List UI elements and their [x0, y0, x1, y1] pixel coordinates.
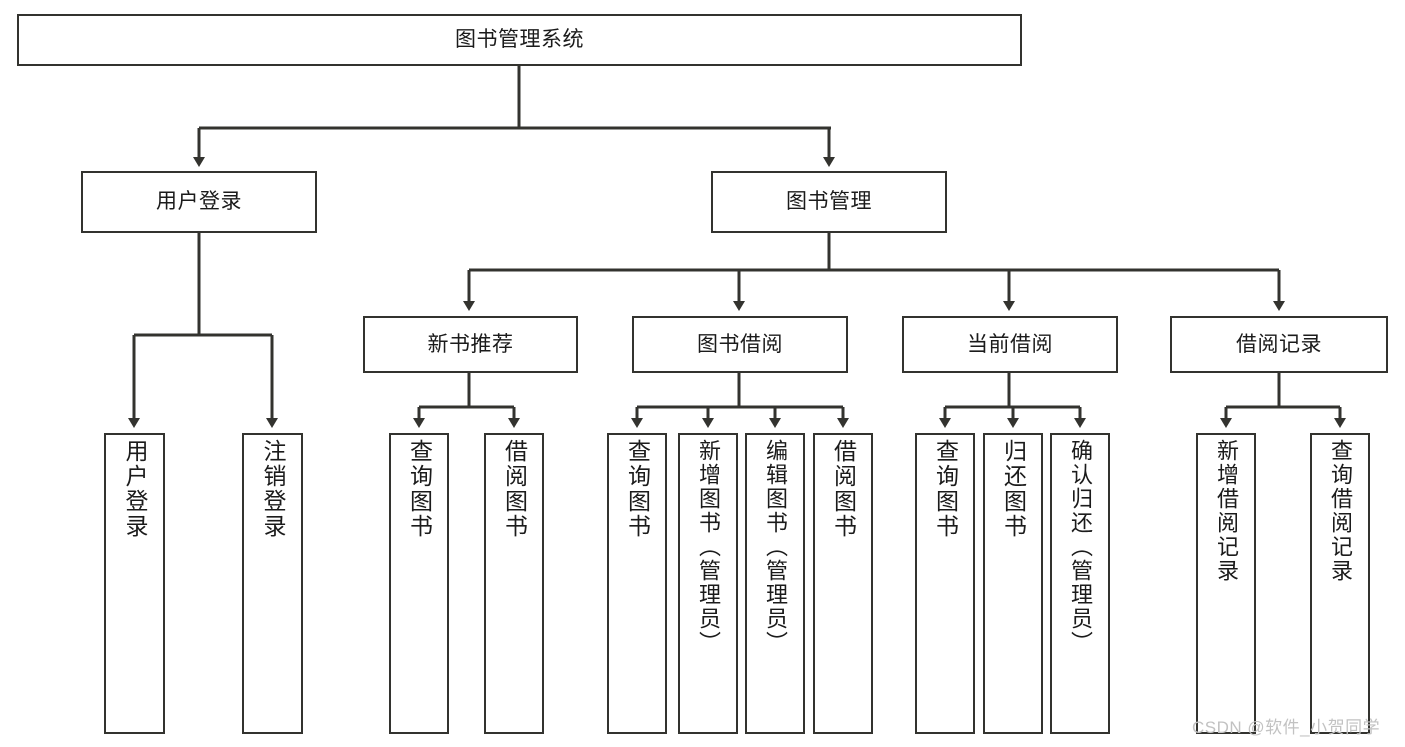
leaf-confirm-return-admin[interactable]: 确认归还（管理员） — [1050, 433, 1110, 734]
node-borrow-record[interactable]: 借阅记录 — [1170, 316, 1388, 373]
leaf-borrow-book[interactable]: 借阅图书 — [813, 433, 873, 734]
leaf-logout-label: 注销登录 — [260, 439, 286, 539]
watermark: CSDN @软件_小贺同学 — [1192, 718, 1381, 737]
node-current-borrow[interactable]: 当前借阅 — [902, 316, 1118, 373]
node-user-login-label: 用户登录 — [156, 190, 242, 214]
leaf-add-book-admin-label: 新增图书（管理员） — [696, 439, 721, 655]
node-borrow-record-label: 借阅记录 — [1236, 332, 1322, 356]
node-book-borrow[interactable]: 图书借阅 — [632, 316, 848, 373]
leaf-add-book-admin[interactable]: 新增图书（管理员） — [678, 433, 738, 734]
leaf-query-book-borrow[interactable]: 查询图书 — [607, 433, 667, 734]
leaf-query-book-current-label: 查询图书 — [932, 439, 959, 539]
leaf-return-book-label: 归还图书 — [1000, 439, 1027, 539]
node-book-management[interactable]: 图书管理 — [711, 171, 947, 233]
node-user-login[interactable]: 用户登录 — [81, 171, 317, 233]
leaf-borrow-book-recommend[interactable]: 借阅图书 — [484, 433, 544, 734]
leaf-user-login-label: 用户登录 — [122, 439, 148, 539]
leaf-query-book-current[interactable]: 查询图书 — [915, 433, 975, 734]
leaf-return-book[interactable]: 归还图书 — [983, 433, 1043, 734]
node-root[interactable]: 图书管理系统 — [17, 14, 1022, 66]
leaf-query-book-recommend-label: 查询图书 — [406, 439, 433, 539]
leaf-add-borrow-record[interactable]: 新增借阅记录 — [1196, 433, 1256, 734]
leaf-query-borrow-record[interactable]: 查询借阅记录 — [1310, 433, 1370, 734]
node-new-book-recommend-label: 新书推荐 — [427, 332, 514, 356]
leaf-borrow-book-recommend-label: 借阅图书 — [501, 439, 528, 539]
leaf-borrow-book-label: 借阅图书 — [830, 439, 857, 539]
node-new-book-recommend[interactable]: 新书推荐 — [363, 316, 578, 373]
leaf-add-borrow-record-label: 新增借阅记录 — [1214, 439, 1239, 583]
leaf-edit-book-admin[interactable]: 编辑图书（管理员） — [745, 433, 805, 734]
leaf-query-borrow-record-label: 查询借阅记录 — [1328, 439, 1353, 583]
node-current-borrow-label: 当前借阅 — [967, 332, 1053, 356]
leaf-confirm-return-admin-label: 确认归还（管理员） — [1068, 439, 1093, 655]
leaf-logout[interactable]: 注销登录 — [242, 433, 303, 734]
node-book-borrow-label: 图书借阅 — [697, 332, 783, 356]
node-root-label: 图书管理系统 — [455, 28, 584, 52]
leaf-edit-book-admin-label: 编辑图书（管理员） — [763, 439, 788, 655]
leaf-query-book-recommend[interactable]: 查询图书 — [389, 433, 449, 734]
node-book-management-label: 图书管理 — [786, 190, 872, 214]
leaf-user-login[interactable]: 用户登录 — [104, 433, 165, 734]
leaf-query-book-borrow-label: 查询图书 — [624, 439, 651, 539]
